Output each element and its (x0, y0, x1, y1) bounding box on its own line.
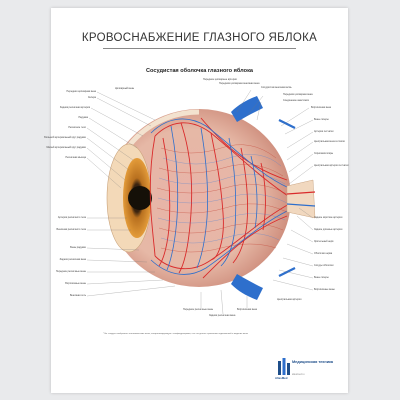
label-top-2: Передняя цилиарная венозная вена (219, 82, 260, 85)
capillary-mesh (156, 144, 288, 253)
label-left-6: Большой артериальный круг радужки (44, 136, 86, 139)
brand-logo: Медицинская техника altesmed.ru AltesMed (275, 357, 337, 381)
label-left-8: Ресничная мышца (65, 156, 86, 159)
label-right-2: Соединение анастомоз (283, 99, 309, 102)
brand-wordmark: AltesMed (275, 376, 288, 380)
brand-site: altesmed.ru (292, 373, 305, 376)
label-left-13: Передние ресничные вены (55, 270, 86, 273)
label-top-1: Передние цилиарные артерии (203, 78, 237, 81)
label-left-11: Вены радужки (70, 246, 86, 249)
eye-illustration (86, 89, 316, 315)
optic-nerve (286, 179, 316, 219)
label-left-4: Радужка (78, 116, 89, 119)
artery-network (149, 117, 292, 279)
label-left-12: Задняя ресничная вена (59, 258, 86, 261)
label-left-3: Задняя ресничная артерия (59, 106, 90, 109)
label-bottom-3: Вортикозная вена (237, 308, 257, 311)
poster-title: КРОВОСНАБЖЕНИЕ ГЛАЗНОГО ЯБЛОКА (81, 32, 318, 44)
label-right-15: Вортикозные вены (314, 288, 335, 291)
label-right-10: Задние длинные артерии (314, 228, 343, 231)
label-left-9: Артерия ресничного тела (57, 216, 86, 219)
central-retinal-artery (286, 191, 316, 195)
label-right-13: Сосуды оболочки (314, 264, 334, 267)
leader-lines-left (86, 91, 176, 297)
label-right-14: Вены склеры (314, 276, 329, 279)
central-retinal-vein (286, 203, 316, 207)
label-left-1: Передняя цилиарная вена (66, 90, 96, 93)
label-right-3: Вортикозная вена (311, 106, 331, 109)
label-right-7: Хориокапилляры (314, 152, 334, 155)
label-right-6: Центральная вена сетчатки (314, 140, 345, 143)
label-right-12: Оболочки нерва (314, 252, 333, 255)
label-right-16: Центральная артерия (277, 298, 302, 301)
label-top-4: Цилиарный вены (115, 87, 135, 90)
brand-name: Медицинская техника (292, 360, 334, 364)
label-left-10: Венозная ресничного тела (56, 228, 86, 231)
label-right-8: Центральная артерия сетчатки (314, 164, 349, 167)
label-bottom-2: Задняя ресничная вена (209, 314, 236, 317)
label-left-2: Склера (87, 96, 96, 99)
label-right-4: Вены склеры (314, 118, 329, 121)
label-top-3: Сосудистая венозная ветвь (261, 86, 292, 89)
label-left-15: Венозная сеть (69, 294, 86, 297)
brand-mark-icon (278, 358, 290, 375)
poster-subtitle: Сосудистая оболочка глазного яблока (146, 68, 253, 74)
eyeball-body (107, 109, 291, 287)
vortex-vein-bottom (231, 274, 263, 300)
title-underline (103, 48, 296, 49)
pupil (128, 186, 152, 210)
vortex-vein-top (231, 96, 263, 122)
label-right-9: Задние короткие артерии (314, 216, 343, 219)
footnote: * Не следует изображать анатомические ве… (103, 333, 249, 335)
vortex-vein-upper-right (278, 119, 296, 129)
venule-mesh (157, 154, 288, 244)
label-left-14: Вортикозные вены (65, 282, 86, 285)
leader-lines-bottom (200, 289, 248, 315)
leader-lines-right (236, 89, 314, 291)
label-right-11: Зрительный нерв (314, 240, 334, 243)
label-bottom-1: Передние ресничные вены (183, 308, 214, 311)
label-left-5: Ресничное тело (68, 126, 86, 129)
label-right-5: Артерии сетчатки (314, 130, 334, 133)
poster-sheet: КРОВОСНАБЖЕНИЕ ГЛАЗНОГО ЯБЛОКА Сосудиста… (44, 8, 349, 393)
label-right-1: Передняя цилиарная вена (283, 93, 313, 96)
label-left-7: Малый артериальный круг радужки (46, 146, 86, 149)
